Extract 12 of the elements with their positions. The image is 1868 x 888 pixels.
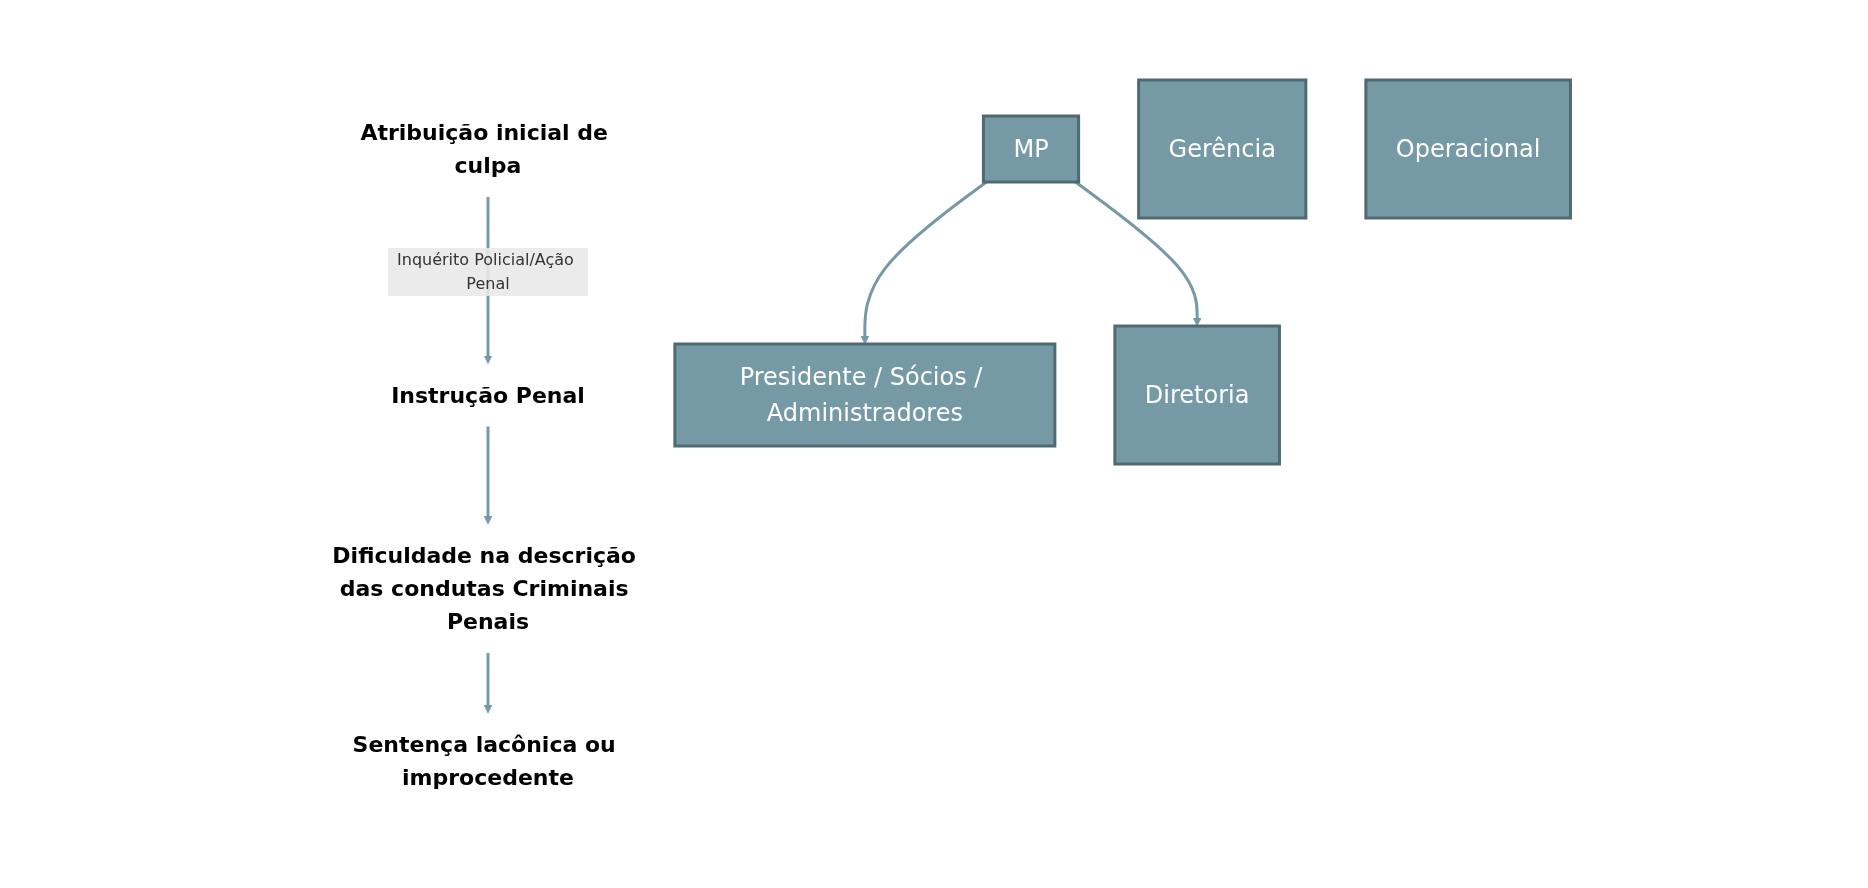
node-box: Operacional: [1364, 78, 1572, 219]
node-box: Presidente / Sócios / Administradores: [673, 342, 1057, 447]
arrow: [483, 426, 493, 524]
node-box: MP: [981, 114, 1080, 183]
node-box: Diretoria: [1113, 324, 1281, 465]
arrow: [483, 652, 493, 713]
node-text: Atribuição inicial de culpa: [360, 119, 608, 178]
node-text: Dificuldade na descrição das condutas Criminais Penais: [332, 542, 636, 634]
node-text: Sentença lacônica ou improcedente: [352, 731, 616, 790]
node-text: Instrução Penal: [390, 382, 585, 407]
node-box: Gerência: [1136, 78, 1308, 219]
edge-label: Inquérito Policial/Ação Penal: [396, 249, 574, 293]
